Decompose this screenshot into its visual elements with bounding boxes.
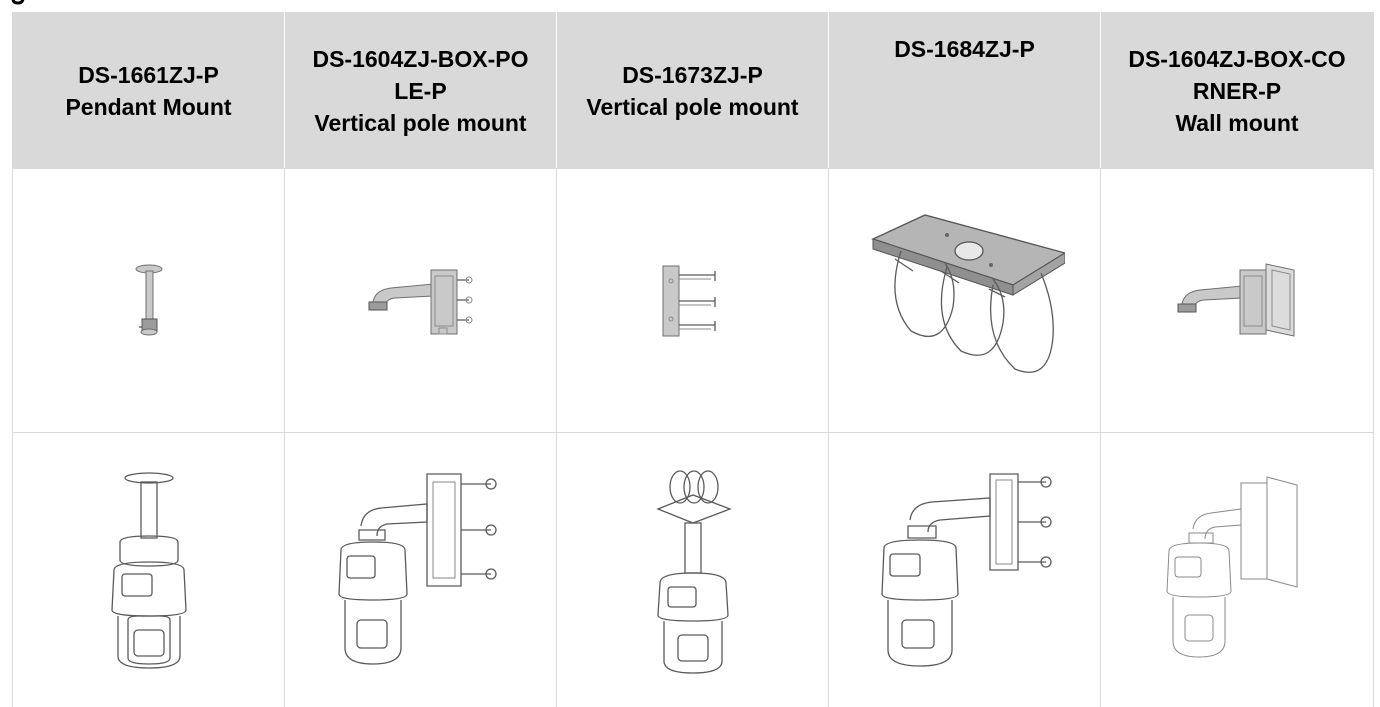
box-pole-mount-image [361, 262, 481, 340]
model-name-continued: RNER-P [1101, 75, 1373, 107]
pole-clamp-plate-installed-image [870, 470, 1060, 670]
corner-mount-image [1172, 260, 1302, 342]
accessory-cell-ds-1604zj-box-corner-p [1101, 169, 1374, 433]
box-pole-mount-installed-image [331, 470, 511, 670]
installed-cell-ds-1604zj-box-corner-p [1101, 433, 1374, 707]
header-cell-ds-1661zj-p: DS-1661ZJ-P Pendant Mount [13, 13, 285, 169]
installed-cell-ds-1673zj-p [557, 433, 829, 707]
corner-mount-installed-image [1157, 475, 1317, 665]
model-name: DS-1604ZJ-BOX-CO [1101, 43, 1373, 75]
model-name: DS-1673ZJ-P [557, 59, 828, 91]
accessory-cell-ds-1673zj-p [557, 169, 829, 433]
mount-type: Vertical pole mount [557, 91, 828, 123]
pendant-mount-image [129, 263, 169, 338]
pendant-mount-installed-image [94, 470, 204, 670]
mount-type: Vertical pole mount [285, 107, 556, 139]
model-name: DS-1661ZJ-P [13, 59, 284, 91]
accessory-image-row [13, 169, 1374, 433]
header-cell-ds-1604zj-box-corner-p: DS-1604ZJ-BOX-CO RNER-P Wall mount [1101, 13, 1374, 169]
accessory-cell-ds-1684zj-p [829, 169, 1101, 433]
mount-type: Wall mount [1101, 107, 1373, 139]
top-edge-fragment [11, 0, 25, 7]
model-name: DS-1604ZJ-BOX-PO [285, 43, 556, 75]
installed-cell-ds-1661zj-p [13, 433, 285, 707]
accessory-cell-ds-1661zj-p [13, 169, 285, 433]
mount-accessory-table: DS-1661ZJ-P Pendant Mount DS-1604ZJ-BOX-… [12, 12, 1374, 707]
header-cell-ds-1673zj-p: DS-1673ZJ-P Vertical pole mount [557, 13, 829, 169]
accessory-cell-ds-1604zj-box-pole-p [285, 169, 557, 433]
installed-cell-ds-1684zj-p [829, 433, 1101, 707]
model-name: DS-1684ZJ-P [829, 33, 1100, 65]
model-name-continued: LE-P [285, 75, 556, 107]
mount-type: Pendant Mount [13, 91, 284, 123]
installed-cell-ds-1604zj-box-pole-p [285, 433, 557, 707]
installed-image-row [13, 433, 1374, 707]
vertical-pole-mount-image [653, 261, 733, 341]
header-row: DS-1661ZJ-P Pendant Mount DS-1604ZJ-BOX-… [13, 13, 1374, 169]
vertical-pole-mount-installed-image [638, 465, 748, 675]
header-cell-ds-1604zj-box-pole-p: DS-1604ZJ-BOX-PO LE-P Vertical pole moun… [285, 13, 557, 169]
pole-clamp-plate-image [865, 211, 1065, 391]
header-cell-ds-1684zj-p: DS-1684ZJ-P [829, 13, 1101, 169]
